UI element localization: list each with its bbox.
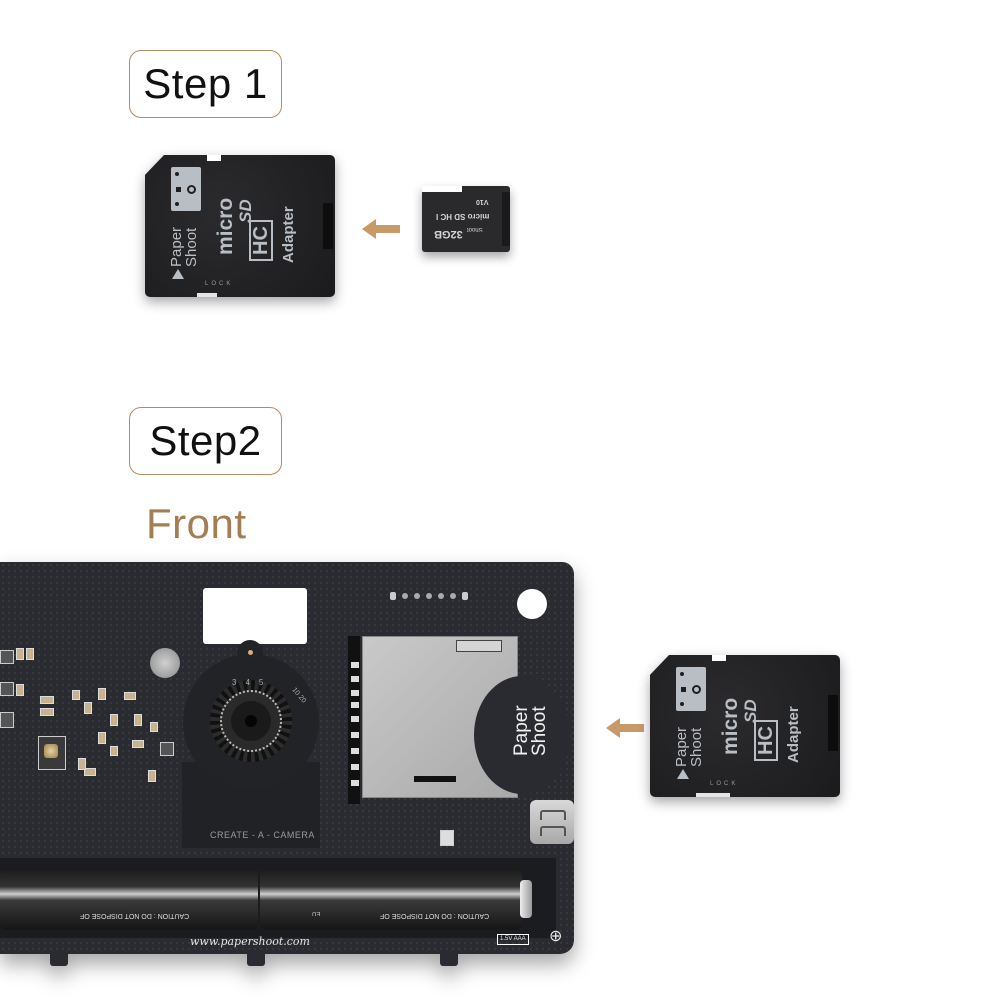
sd-format-micro: micro [214,197,237,255]
focus-scale-4: 4 [245,678,259,687]
micro-sd-card: 32GB Shoot micro SD HC I V10 [422,186,510,252]
pcb-brand-line2: Shoot [529,706,550,756]
arrow-left-icon [362,219,400,239]
sd-format-hc: HC [250,226,272,255]
micro-sd-class: V10 [476,198,489,205]
battery-eu-label: EU [312,910,321,916]
viewfinder-window [203,588,307,644]
micro-sd-capacity: 32GB [434,228,463,240]
battery-aaa-1 [0,868,258,930]
lens-label: CREATE - A - CAMERA [210,830,315,840]
step-2-label: Step2 [149,417,262,464]
focus-scale-3: 3 [232,678,246,687]
camera-pcb-board: Paper Shoot 345 10 20 CREATE - A - CAMER… [0,562,574,966]
step-1-label: Step 1 [143,60,268,107]
front-label: Front [146,500,247,547]
focus-scale-5: 5 [258,678,273,687]
camera-logo-icon [171,167,201,211]
micro-sd-brand: Shoot [467,226,483,232]
step-2-badge: Step2 [129,407,282,475]
camera-logo-icon [676,667,706,711]
usb-c-port[interactable] [530,800,574,844]
sd-lock-label: LOCK [205,281,234,287]
insert-direction-icon [172,269,184,279]
sd-type-label: Adapter [785,706,802,763]
sd-type-label: Adapter [280,206,297,263]
step-1-badge: Step 1 [129,50,282,118]
arrow-left-icon [606,718,644,738]
battery-aaa-2 [260,868,522,930]
sd-brand-line2: Shoot [183,227,200,267]
micro-sd-format: micro SD HC I [436,212,490,221]
mount-hole [517,589,547,619]
battery-voltage-label: 1.5V AAA [500,936,526,942]
battery-caution-2: CAUTION : DO NOT DISPOSE OF [380,912,490,919]
sd-lock-label: LOCK [710,781,739,787]
sd-card-slot[interactable] [348,636,570,806]
website-label: www.papershoot.com [190,935,310,948]
button-switch[interactable] [38,736,66,770]
sd-brand-line2: Shoot [688,727,705,767]
sd-format-hc: HC [755,726,777,755]
insert-direction-icon [677,769,689,779]
sd-adapter-card: Paper Shoot micro SD HC Adapter LOCK [145,155,335,297]
battery-caution-1: CAUTION : DO NOT DISPOSE OF [80,912,190,919]
microphone-component [150,648,180,678]
sd-format-micro: micro [719,697,742,755]
polarity-icon: ⊕ [549,928,563,945]
sd-adapter-card-step2[interactable]: Paper Shoot micro SD HC Adapter LOCK [650,655,840,797]
